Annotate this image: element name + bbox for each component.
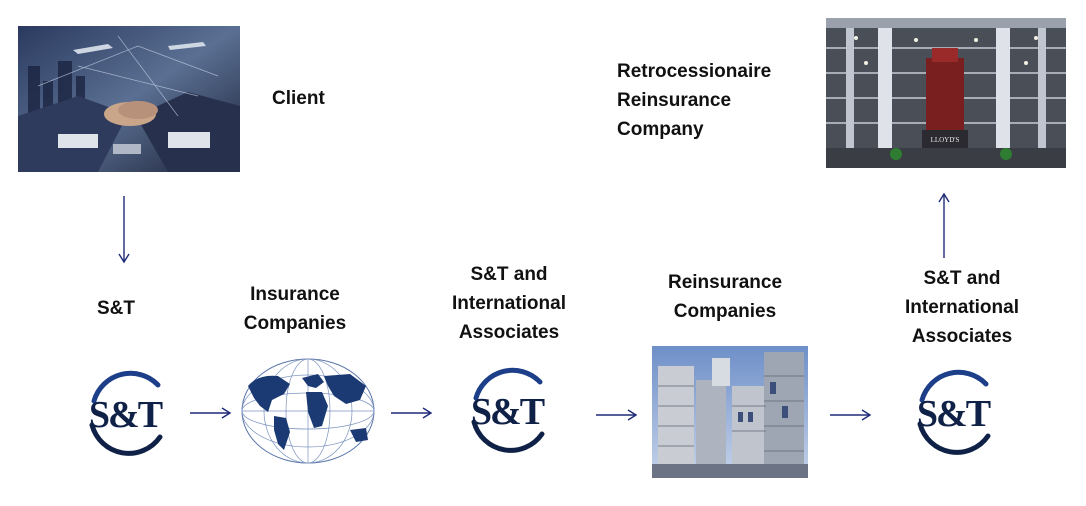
retro-line-1: Retrocessionaire [617,61,772,82]
arrow-insurance-to-intl [391,407,433,419]
arrow-intl-to-reinsurance [596,409,638,421]
st-intl-2-logo: S&T [908,362,998,462]
globe-image [238,356,378,471]
reinsurance-image [652,346,808,478]
lloyds-sign: LLOYD'S [931,136,960,144]
client-label: Client [272,88,325,109]
st-label: S&T [97,298,135,319]
arrow-reinsurance-to-intl [830,409,872,421]
st-intl-1-logo-text: S&T [470,391,545,433]
client-image [18,26,240,172]
insurance-line-2: Companies [243,313,347,334]
st-intl-2-line-3: Associates [911,326,1013,347]
st-intl-1-line-2: International [451,293,566,314]
st-logo-text: S&T [88,394,163,436]
st-intl-2-line-1: S&T and [923,268,1001,289]
st-intl-1-line-1: S&T and [470,264,548,285]
st-intl-2-line-2: International [904,297,1019,318]
st-intl-2-label: S&T and International Associates [888,264,1036,351]
insurance-line-1: Insurance [250,284,340,305]
arrow-intl-to-retro [938,192,950,258]
st-intl-1-logo: S&T [462,360,552,460]
retro-line-2: Reinsurance [617,90,732,111]
retro-label: Retrocessionaire Reinsurance Company [617,57,771,144]
st-intl-1-label: S&T and International Associates [440,260,578,347]
retro-line-3: Company [617,119,704,140]
reinsurance-line-1: Reinsurance [667,272,783,293]
st-logo: S&T [80,363,170,463]
st-intl-1-line-3: Associates [458,322,560,343]
arrow-client-to-st [118,196,130,264]
reinsurance-line-2: Companies [673,301,777,322]
lloyds-image: LLOYD'S [826,18,1066,168]
insurance-label: Insurance Companies [230,280,360,338]
reinsurance-label: Reinsurance Companies [655,268,795,326]
arrow-st-to-insurance [190,407,232,419]
st-intl-2-logo-text: S&T [916,393,991,435]
